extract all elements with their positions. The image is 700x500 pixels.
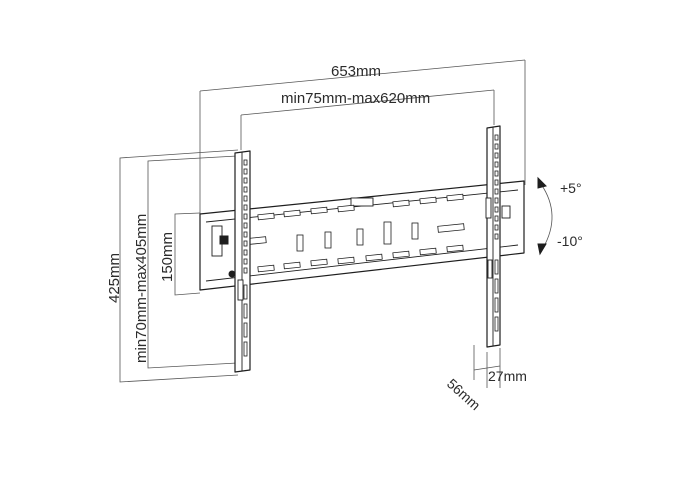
right-vertical-arm — [485, 125, 511, 348]
dim-plate-height: 150mm — [159, 212, 201, 296]
label-depth-56: 56mm — [444, 375, 484, 413]
dim-depth: 56mm 27mm — [444, 345, 527, 413]
label-tilt-down: -10° — [557, 233, 583, 249]
label-tilt-up: +5° — [560, 180, 582, 196]
plate-slots-lower — [257, 244, 464, 273]
left-arm-holes — [243, 159, 248, 357]
dim-vesa-vertical: min70mm-max405mm — [133, 155, 238, 369]
tilt-indicator: +5° -10° — [537, 176, 583, 256]
wall-plate — [199, 180, 525, 291]
label-vesa-horizontal: min75mm-max620mm — [281, 90, 430, 107]
plate-slots-upper — [257, 193, 464, 221]
label-gap-27: 27mm — [488, 368, 527, 384]
tilt-up-arrow-icon — [537, 176, 547, 189]
label-overall-width: 653mm — [331, 63, 381, 80]
left-vertical-arm — [228, 150, 251, 373]
label-overall-height: 425mm — [106, 253, 123, 303]
dim-overall-width: 653mm — [199, 59, 526, 215]
label-vesa-vertical: min70mm-max405mm — [133, 214, 150, 363]
dim-overall-height: 425mm — [106, 149, 239, 383]
right-arm-holes — [494, 134, 499, 332]
dim-vesa-horizontal: min75mm-max620mm — [240, 89, 495, 150]
tilt-down-arrow-icon — [537, 243, 547, 256]
label-plate-height: 150mm — [159, 232, 176, 282]
